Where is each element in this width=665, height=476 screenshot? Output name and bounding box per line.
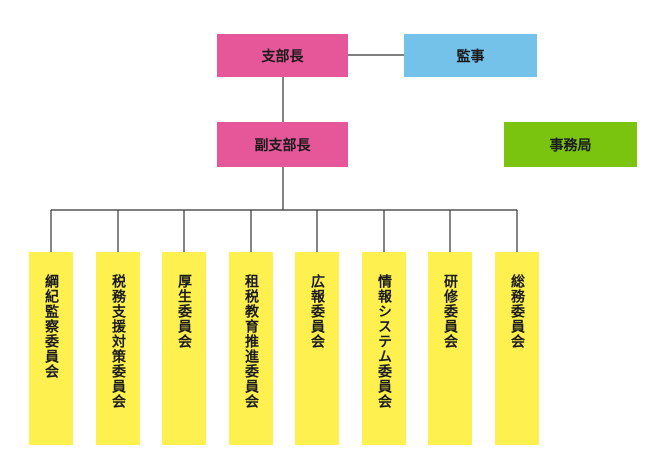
node-auditor-label: 監事 — [456, 48, 485, 65]
node-branch-head-label: 支部長 — [261, 48, 304, 65]
committee-label-5: 広報委員会 — [309, 274, 325, 349]
committee-box-3: 厚生委員会 — [162, 252, 206, 445]
committee-box-7: 研修委員会 — [428, 252, 472, 445]
committee-label-4: 租税教育推進委員会 — [243, 274, 259, 409]
committee-label-3: 厚生委員会 — [176, 274, 192, 349]
committee-box-5: 広報委員会 — [295, 252, 339, 445]
committee-box-8: 総務委員会 — [495, 252, 539, 445]
committee-label-1: 綱紀監察委員会 — [43, 274, 59, 379]
committee-box-2: 税務支援対策委員会 — [96, 252, 140, 445]
committee-box-6: 情報システム委員会 — [362, 252, 406, 445]
node-branch-head: 支部長 — [217, 34, 348, 77]
node-deputy-head-label: 副支部長 — [254, 137, 311, 154]
committee-box-4: 租税教育推進委員会 — [229, 252, 273, 445]
committee-label-2: 税務支援対策委員会 — [110, 274, 126, 409]
committee-box-1: 綱紀監察委員会 — [29, 252, 73, 445]
node-auditor: 監事 — [404, 34, 537, 77]
committee-label-6: 情報システム委員会 — [376, 274, 392, 409]
node-secretariat-label: 事務局 — [549, 137, 592, 154]
node-secretariat: 事務局 — [504, 122, 637, 167]
committee-label-8: 総務委員会 — [509, 274, 525, 349]
node-deputy-head: 副支部長 — [217, 122, 348, 167]
committee-label-7: 研修委員会 — [442, 274, 458, 349]
